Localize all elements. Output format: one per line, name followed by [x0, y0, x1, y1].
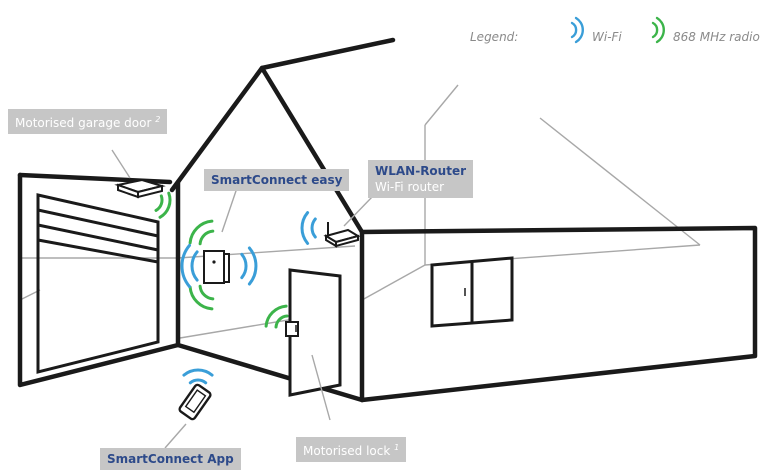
smartconnect-wifi-waves-left — [180, 243, 199, 289]
smartconnect-callout-line — [221, 184, 239, 233]
signal-arc — [188, 378, 208, 385]
garage-opener-box — [114, 178, 166, 199]
smartconnect-app-label: SmartConnect App — [107, 452, 234, 466]
radio-legend-icon — [651, 16, 665, 44]
signal-arc — [180, 243, 191, 289]
signal-arc — [198, 284, 215, 301]
garage-door-note: 2 — [155, 115, 161, 124]
signal-arc — [240, 252, 248, 280]
signal-arc — [190, 250, 199, 282]
router-callout-line — [343, 195, 374, 227]
router-callout: WLAN-Router Wi-Fi router — [368, 160, 474, 198]
motorised-lock-label: Motorised lock — [303, 444, 391, 458]
legend-title: Legend: — [470, 30, 519, 44]
signal-arc — [182, 368, 214, 377]
lock-radio-waves — [264, 304, 289, 329]
garage-door — [36, 193, 160, 374]
window — [430, 256, 514, 328]
signal-arc — [247, 246, 258, 286]
smartconnect-radio-waves-upleft — [188, 219, 215, 246]
router-sublabel: Wi-Fi router — [375, 180, 445, 194]
signal-arc — [188, 219, 214, 245]
smartconnect-easy-callout: SmartConnect easy — [204, 169, 350, 191]
signal-arc — [310, 217, 317, 239]
phone-wifi-waves — [182, 368, 214, 385]
router-device — [323, 222, 361, 248]
motorised-lock-note: 1 — [394, 443, 400, 452]
signal-arc — [154, 194, 164, 212]
legend-radio-label: 868 MHz radio — [673, 30, 760, 44]
garage-radio-waves — [154, 191, 172, 219]
house-outline — [17, 37, 758, 403]
smartconnect-easy-label: SmartConnect easy — [211, 173, 343, 187]
lock-callout-line — [311, 354, 331, 421]
interior-door — [285, 268, 342, 397]
smartconnect-wifi-waves-right — [240, 246, 258, 286]
garage-door-label: Motorised garage door — [15, 116, 152, 130]
router-wifi-waves — [300, 211, 317, 245]
motorised-lock-callout: Motorised lock 1 — [296, 437, 407, 462]
signal-arc — [198, 229, 215, 246]
signal-arc — [264, 304, 288, 328]
smartconnect-radio-waves-downleft — [188, 284, 215, 311]
app-callout-line — [164, 423, 187, 449]
signal-arc — [158, 191, 172, 219]
garage-callout-line — [111, 149, 131, 179]
smartphone — [178, 383, 212, 421]
router-label: WLAN-Router — [375, 164, 467, 178]
smartconnect-easy-device — [203, 250, 230, 284]
smartconnect-app-callout: SmartConnect App — [100, 448, 241, 470]
signal-arc — [300, 211, 310, 245]
signal-arc — [274, 314, 289, 329]
garage-door-callout: Motorised garage door 2 — [8, 109, 168, 134]
wifi-legend-icon — [570, 16, 584, 44]
signal-arc — [188, 285, 214, 311]
legend-wifi-label: Wi-Fi — [592, 30, 622, 44]
